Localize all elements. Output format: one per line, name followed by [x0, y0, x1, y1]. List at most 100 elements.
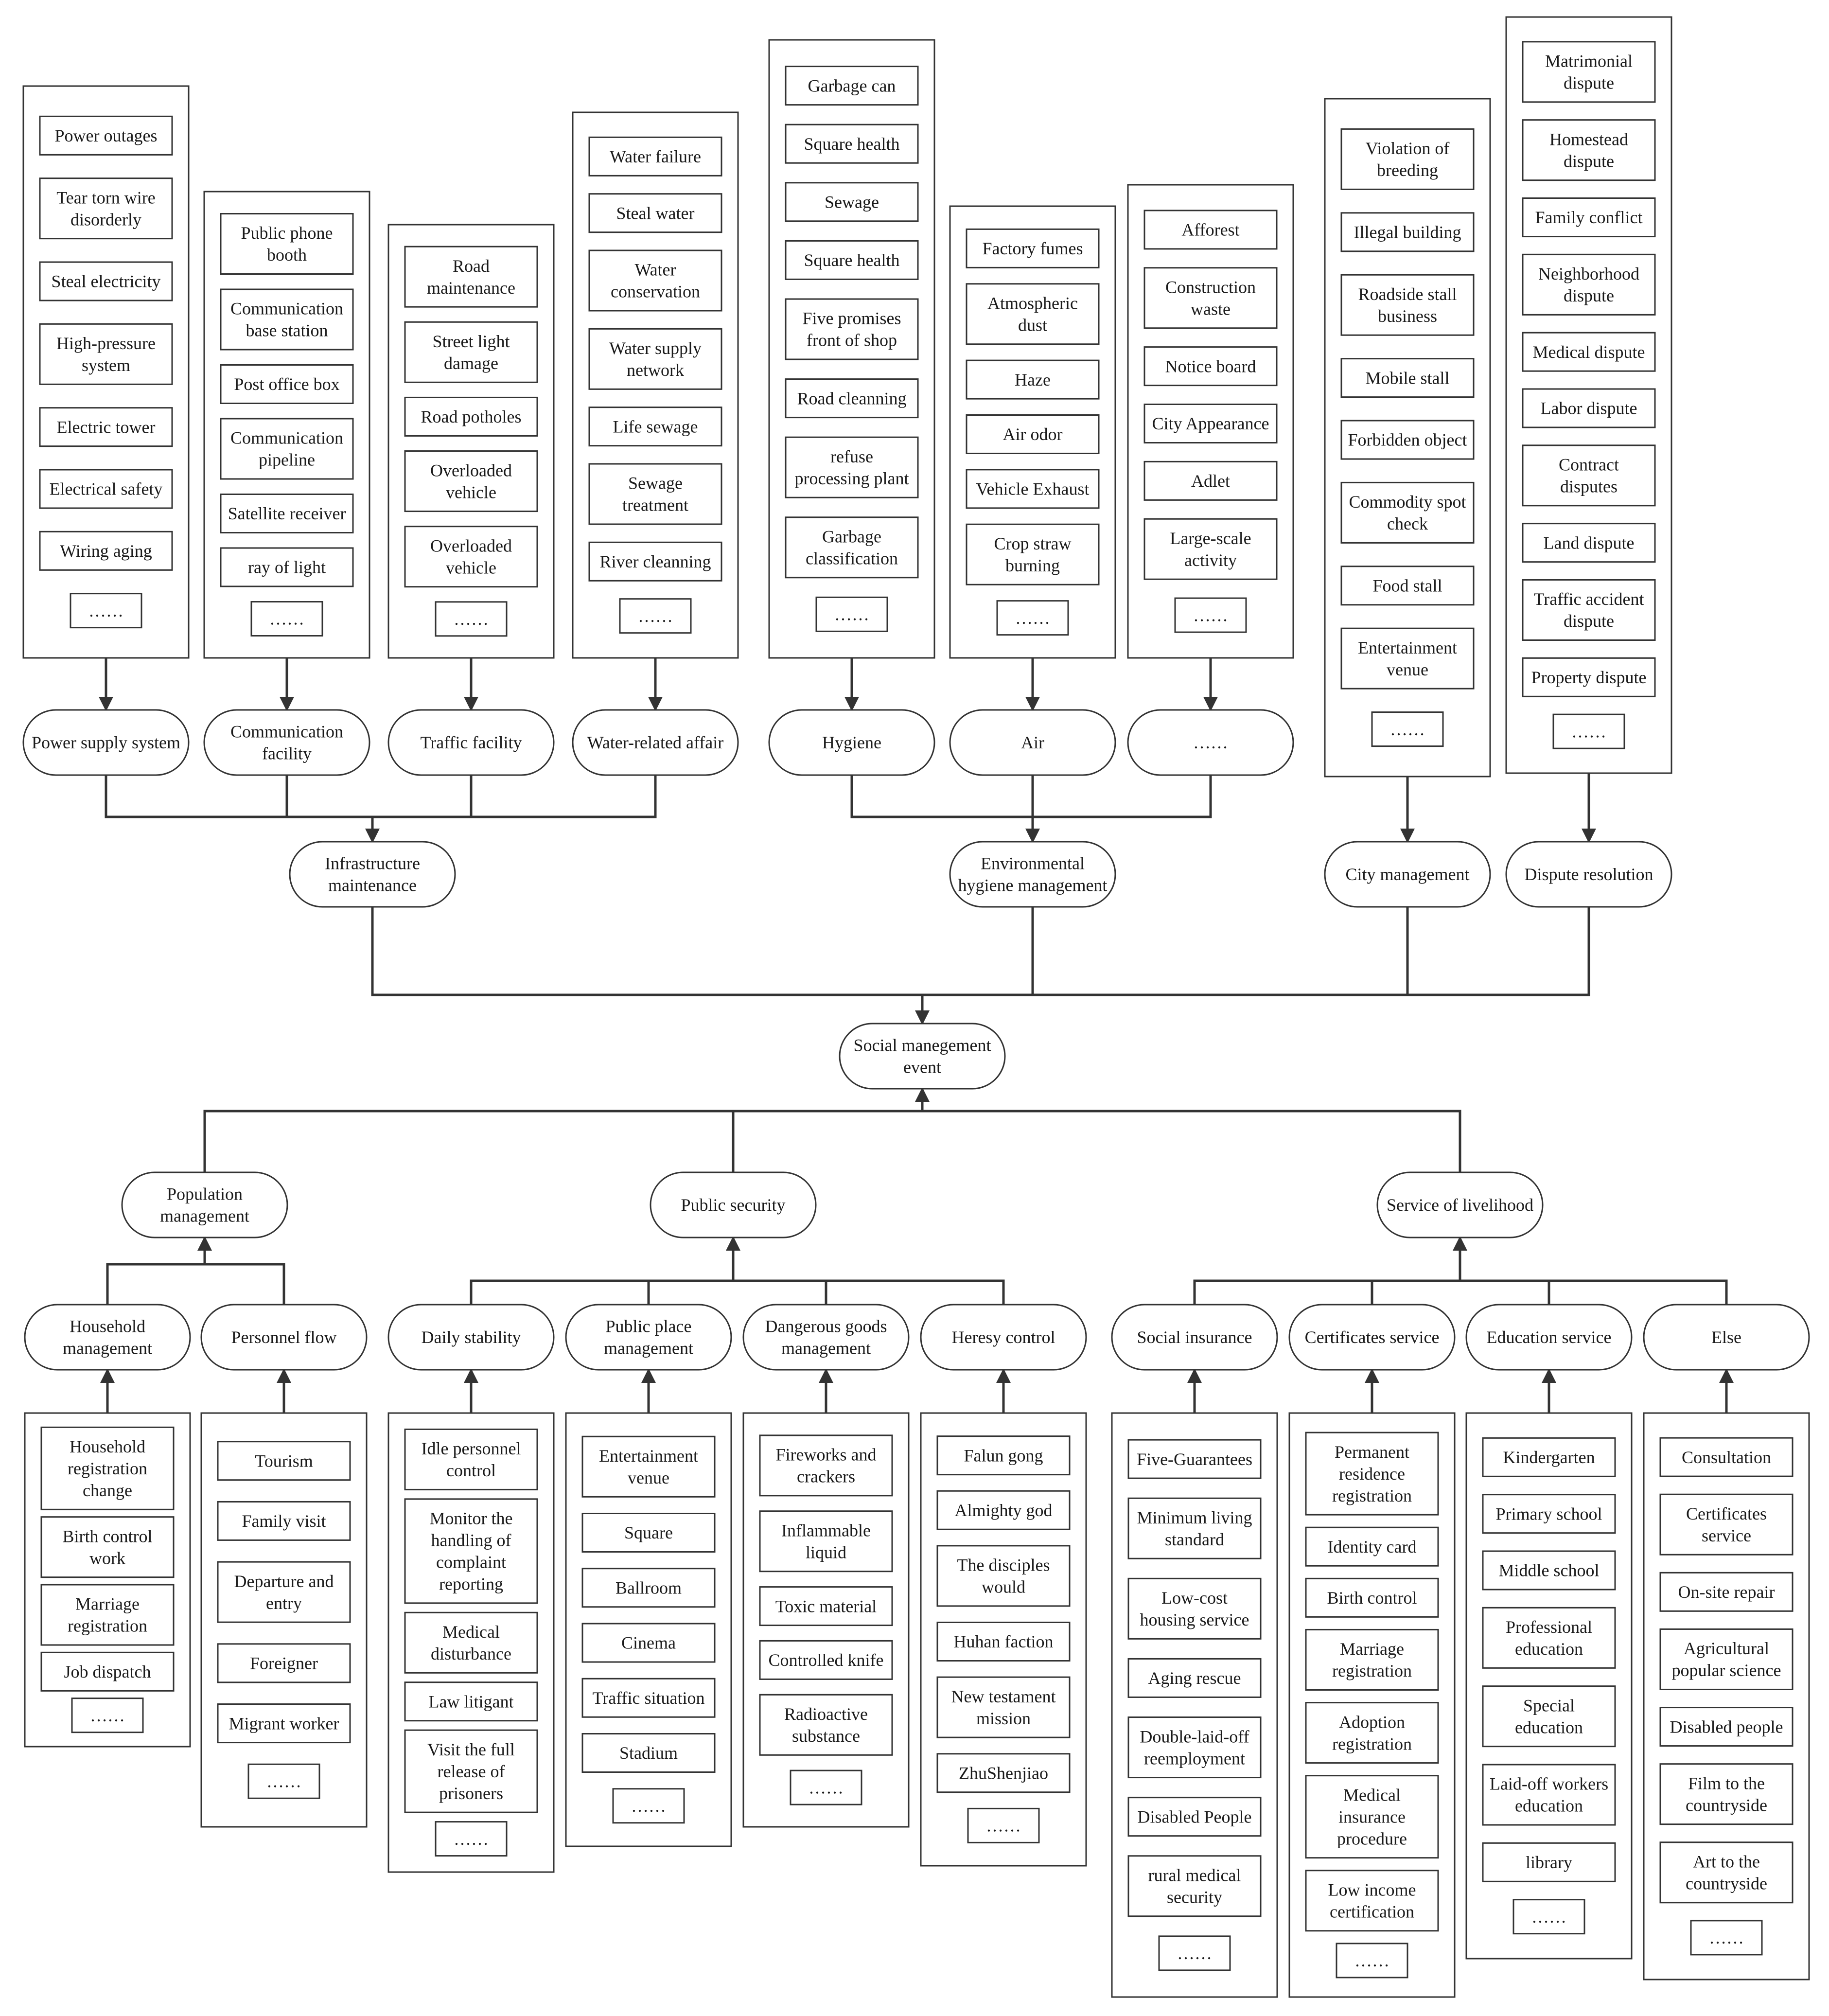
category-communication-facility-01-item-ellipsis-label: ……	[269, 609, 304, 629]
category-hygiene-10-item-road-cleanning: Road cleanning	[785, 378, 919, 419]
category-daily-stability-item-law-litigant-label: Law litigant	[429, 1692, 514, 1711]
category-communication-facility-01-item-post-office-box: Post office box	[220, 364, 354, 404]
category-power-supply-system-00-item-steal-electricity: Steal electricity	[39, 261, 173, 301]
category-air-11-item-air-odor-label: Air odor	[1003, 424, 1063, 444]
group-city-management-node-label: City management	[1346, 865, 1470, 884]
category-heresy-control-item-falun-gong: Falun gong	[936, 1435, 1071, 1476]
category-hygiene-10-item-ellipsis: ……	[815, 596, 888, 632]
category-education-service-item-ellipsis: ……	[1512, 1899, 1585, 1935]
category-daily-stability-node: Daily stability	[387, 1304, 555, 1371]
category-power-supply-system-00-item-wiring-aging-label: Wiring aging	[60, 541, 152, 561]
category-ellipsis-12-item-city-appearance: City Appearance	[1143, 404, 1278, 443]
group-city-management-item-forbidden-object: Forbidden object	[1340, 420, 1475, 460]
category-power-supply-system-00-item-power-outages-label: Power outages	[55, 126, 158, 145]
group-dispute-resolution-item-land-dispute-label: Land dispute	[1544, 533, 1635, 552]
category-traffic-facility-02-item-ellipsis-label: ……	[454, 609, 489, 629]
category-power-supply-system-00-item-electric-tower-label: Electric tower	[57, 417, 156, 437]
category-ellipsis-12-node-label: ……	[1193, 733, 1228, 752]
category-air-11-item-ellipsis: ……	[996, 600, 1069, 636]
group-dispute-resolution-item-labor-dispute-label: Labor dispute	[1541, 399, 1637, 418]
category-social-insurance-node: Social insurance	[1111, 1304, 1278, 1371]
category-water-related-affair-03-item-life-sewage: Life sewage	[588, 407, 722, 447]
category-else-item-consultation: Consultation	[1659, 1437, 1794, 1477]
category-water-related-affair-03-item-steal-water-label: Steal water	[616, 203, 695, 223]
category-heresy-control-item-huhan-faction: Huhan faction	[936, 1622, 1071, 1662]
category-public-place-management-item-ellipsis-label: ……	[631, 1796, 666, 1816]
category-personnel-flow-node: Personnel flow	[200, 1304, 368, 1371]
category-water-related-affair-03-item-ellipsis-label: ……	[638, 606, 673, 626]
category-air-11-item-air-odor: Air odor	[966, 414, 1100, 454]
category-power-supply-system-00-node-label: Power supply system	[32, 733, 180, 752]
category-communication-facility-01-item-ray-of-light-label: ray of light	[248, 558, 326, 577]
category-else-item-consultation-label: Consultation	[1682, 1448, 1771, 1467]
category-public-place-management-item-traffic-situation: Traffic situation	[581, 1678, 716, 1718]
category-daily-stability-item-ellipsis-label: ……	[454, 1829, 489, 1849]
category-air-11-item-factory-fumes-label: Factory fumes	[983, 239, 1083, 258]
category-public-place-management-item-stadium: Stadium	[581, 1733, 716, 1773]
category-dangerous-goods-management-item-ellipsis: ……	[790, 1769, 862, 1805]
category-hygiene-10-item-road-cleanning-label: Road cleanning	[797, 389, 907, 408]
category-hygiene-10-item-square-health-label: Square health	[804, 250, 900, 270]
category-education-service-item-ellipsis-label: ……	[1531, 1907, 1566, 1927]
category-certificates-service-node-label: Certificates service	[1305, 1327, 1440, 1347]
category-education-service-item-primary-school: Primary school	[1482, 1494, 1616, 1534]
category-education-service-item-primary-school-label: Primary school	[1496, 1504, 1602, 1523]
category-water-related-affair-03-item-life-sewage-label: Life sewage	[613, 417, 698, 436]
category-personnel-flow-item-migrant-worker-label: Migrant worker	[229, 1714, 339, 1733]
category-social-insurance-item-aging-rescue-label: Aging rescue	[1148, 1668, 1241, 1688]
group-public-security: Public security	[650, 1171, 817, 1238]
category-certificates-service-item-ellipsis: ……	[1336, 1943, 1408, 1979]
category-public-place-management-item-ballroom: Ballroom	[581, 1568, 716, 1608]
category-social-insurance-item-five-guarantees-label: Five-Guarantees	[1137, 1450, 1252, 1469]
category-dangerous-goods-management-item-controlled-knife: Controlled knife	[759, 1640, 893, 1680]
category-power-supply-system-00-item-electrical-safety-label: Electrical safety	[50, 479, 163, 499]
category-personnel-flow-item-tourism: Tourism	[217, 1441, 351, 1481]
category-public-place-management-item-ballroom-label: Ballroom	[616, 1578, 682, 1597]
category-heresy-control-item-falun-gong-label: Falun gong	[964, 1446, 1043, 1465]
category-hygiene-10-item-square-health: Square health	[785, 124, 919, 164]
category-hygiene-10-item-sewage-label: Sewage	[825, 193, 879, 212]
category-traffic-facility-02-node-label: Traffic facility	[421, 733, 522, 752]
category-else-node: Else	[1643, 1304, 1810, 1371]
category-dangerous-goods-management-item-ellipsis-label: ……	[809, 1778, 844, 1797]
category-water-related-affair-03-item-river-cleanning-label: River cleanning	[600, 552, 711, 571]
category-education-service-item-kindergarten-label: Kindergarten	[1503, 1448, 1595, 1467]
category-public-place-management-item-stadium-label: Stadium	[619, 1743, 678, 1763]
